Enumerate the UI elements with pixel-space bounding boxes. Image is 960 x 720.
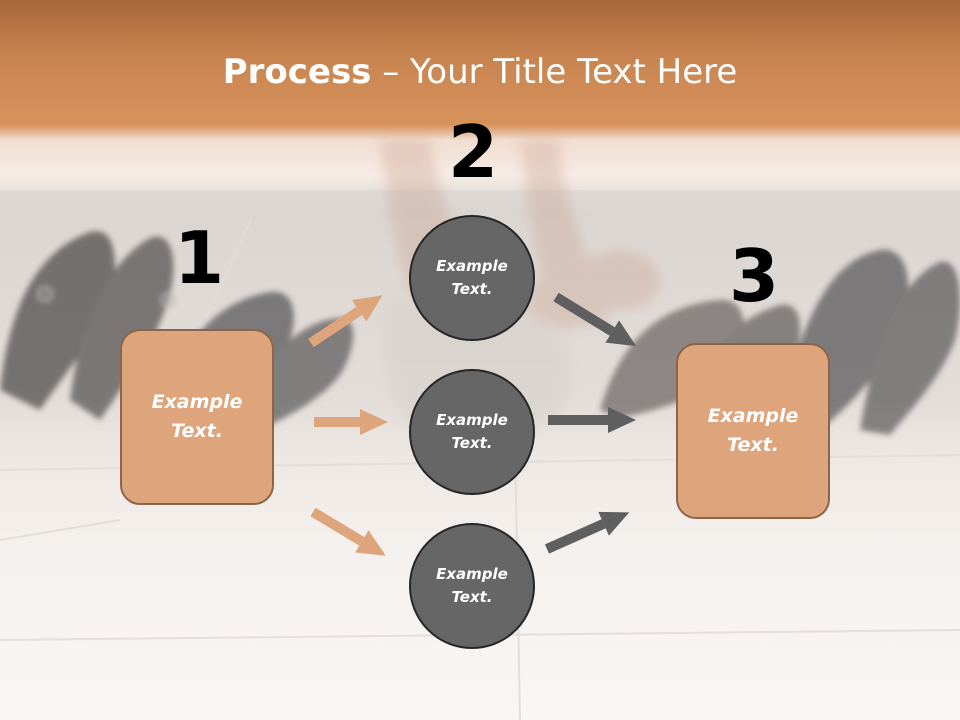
arrow-to-middle-circle	[314, 409, 388, 435]
arrow-from-middle-circle	[548, 407, 636, 433]
title-rest: – Your Title Text Here	[371, 52, 738, 92]
title-bold: Process	[222, 52, 372, 92]
arrow-from-bottom-circle	[544, 511, 630, 554]
arrow-to-bottom-circle	[310, 507, 386, 556]
arrow-from-top-circle	[553, 292, 637, 347]
step-number-1: 1	[173, 216, 225, 300]
step-number-2: 2	[447, 110, 499, 194]
arrow-to-top-circle	[308, 295, 383, 348]
step-number-3: 3	[728, 234, 780, 318]
slide-title: Process – Your Title Text Here	[0, 52, 960, 92]
